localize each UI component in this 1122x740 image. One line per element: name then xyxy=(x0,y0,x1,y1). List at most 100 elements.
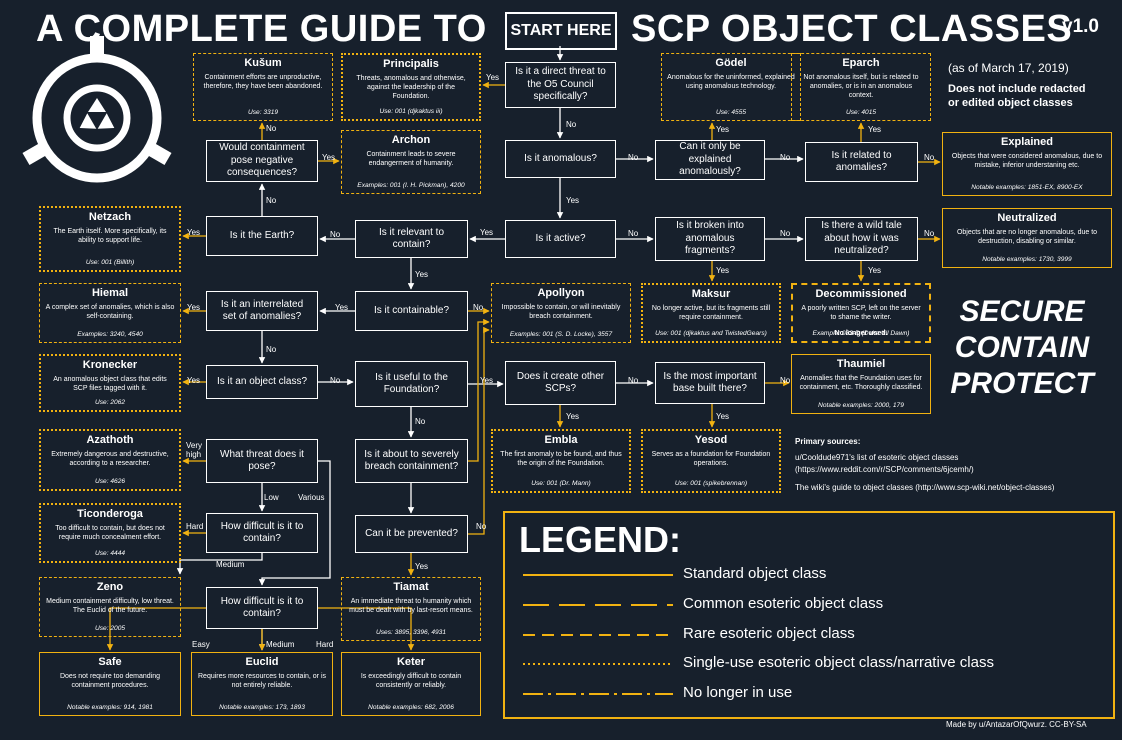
edge-label-yes: Yes xyxy=(868,125,882,134)
legend-line-short-dash xyxy=(523,634,673,636)
legend-line-solid xyxy=(523,574,673,576)
legend-line-dash-dot xyxy=(523,693,673,695)
exclusion-note: Does not include redacted or edited obje… xyxy=(948,83,1086,109)
credit: Made by u/AntazarOfQwurz. CC-BY-SA xyxy=(946,720,1087,729)
legend-heading: LEGEND: xyxy=(519,519,681,560)
class-use: Notable examples: 1851-EX, 8900-EX xyxy=(971,184,1083,191)
class-name: Maksur xyxy=(691,288,731,300)
class-name: Explained xyxy=(1001,136,1053,148)
class-description: Extremely dangerous and destructive, acc… xyxy=(51,451,169,467)
class-description: Anomalous for the uninformed, explained … xyxy=(667,74,795,90)
class-use: Use: 2062 xyxy=(94,399,126,406)
question-interrelated: Is it an interrelated set of anomalies? xyxy=(206,291,318,331)
question-other-scps: Does it create other SCPs? xyxy=(505,361,616,405)
legend-label: Rare esoteric object class xyxy=(683,625,855,642)
question-relevant: Is it relevant to contain? xyxy=(355,220,468,258)
class-use: Use: 001 (Billith) xyxy=(85,259,135,266)
question-prevented: Can it be prevented? xyxy=(355,515,468,553)
class-use: Example: 083-D (Duke 'till Dawn) xyxy=(812,330,910,337)
question-useful: Is it useful to the Foundation? xyxy=(355,361,468,407)
class-description: Containment leads to severe endangerment… xyxy=(366,151,456,167)
legend-row-defunct: No longer in use xyxy=(523,684,1083,704)
question-active: Is it active? xyxy=(505,220,616,258)
class-description: An anomalous object class that edits SCP… xyxy=(53,376,167,392)
class-name: Apollyon xyxy=(537,287,585,299)
start-here-box: START HERE xyxy=(505,12,617,50)
edge-label-medium: Medium xyxy=(216,560,245,569)
class-description: Impossible to contain, or will inevitabl… xyxy=(501,304,621,320)
class-description: Requires more resources to contain, or i… xyxy=(198,673,326,689)
scp-logo-icon xyxy=(22,36,172,183)
edge-label-no: No xyxy=(476,522,487,531)
class-use: Notable examples: 682, 2006 xyxy=(368,704,454,711)
class-name: Archon xyxy=(391,134,431,146)
class-description: A poorly written SCP, left on the server… xyxy=(801,305,921,321)
version-label: v1.0 xyxy=(1062,16,1099,37)
edge-label-hard: Hard xyxy=(186,522,204,531)
motto-line-contain: CONTAIN xyxy=(954,331,1090,364)
edge-label-no: No xyxy=(628,153,639,162)
legend-row-standard: Standard object class xyxy=(523,565,1083,585)
edge-label-yes: Yes xyxy=(566,196,580,205)
class-description: Containment efforts are unproductive, th… xyxy=(203,74,323,90)
connector xyxy=(176,553,263,575)
edge-label-no: No xyxy=(415,417,426,426)
class-description: Anomalies that the Foundation uses for c… xyxy=(799,375,923,391)
class-name: Euclid xyxy=(245,656,279,668)
edge-label-no: No xyxy=(266,196,277,205)
class-name: Kušum xyxy=(244,57,282,69)
class-name: Yesod xyxy=(694,434,728,446)
class-name: Zeno xyxy=(96,581,124,593)
class-description: Serves as a foundation for Foundation op… xyxy=(651,451,771,467)
edge-label-yes: Yes xyxy=(187,376,201,385)
edge-label-yes: Yes xyxy=(480,376,494,385)
question-difficult2: How difficult is it to contain? xyxy=(206,587,318,629)
question-direct-threat: Is it a direct threat to the O5 Council … xyxy=(505,62,616,108)
edge-label-no: No xyxy=(330,230,341,239)
class-name: Gödel xyxy=(715,57,747,69)
legend-row-common: Common esoteric object class xyxy=(523,595,1083,615)
title-left: A COMPLETE GUIDE TO xyxy=(36,8,487,50)
class-use: Use: 001 (djkaktus iii) xyxy=(379,108,443,115)
connector xyxy=(258,460,331,586)
edge-label-yes: Yes xyxy=(868,266,882,275)
title-right: SCP OBJECT CLASSES xyxy=(631,8,1073,50)
class-description: Too difficult to contain, but does not r… xyxy=(55,525,165,541)
edge-label-easy: Easy xyxy=(192,640,210,649)
edge-label-no: No xyxy=(266,124,277,133)
edge-label-no: No xyxy=(924,229,935,238)
question-containable: Is it containable? xyxy=(355,291,468,331)
edge-label-yes: Yes xyxy=(415,270,429,279)
class-name: Ticonderoga xyxy=(77,508,143,520)
sources-title: Primary sources: xyxy=(795,437,861,446)
question-negative: Would containment pose negative conseque… xyxy=(206,140,318,182)
source-line-3: The wiki's guide to object classes (http… xyxy=(795,483,1055,492)
legend-row-single: Single-use esoteric object class/narrati… xyxy=(523,654,1083,674)
edge-label-yes: Yes xyxy=(187,228,201,237)
question-related: Is it related to anomalies? xyxy=(805,142,918,182)
legend-line-dotted xyxy=(523,663,673,665)
question-threat: What threat does it pose? xyxy=(206,439,318,483)
legend-label: Standard object class xyxy=(683,565,827,582)
class-use: Use: 001 (djkaktus and TwistedGears) xyxy=(655,330,767,337)
class-description: An immediate threat to humanity which mu… xyxy=(349,598,473,614)
class-use: Use: 4626 xyxy=(94,478,126,485)
as-of-date: (as of March 17, 2019) xyxy=(948,61,1069,75)
class-name: Thaumiel xyxy=(836,358,886,370)
edge-label-no: No xyxy=(780,153,791,162)
class-use: Examples: 001 (I. H. Pickman), 4200 xyxy=(357,182,465,189)
question-base: Is the most important base built there? xyxy=(655,362,765,404)
edge-label-no: No xyxy=(924,153,935,162)
edge-label-yes: Yes xyxy=(415,562,429,571)
